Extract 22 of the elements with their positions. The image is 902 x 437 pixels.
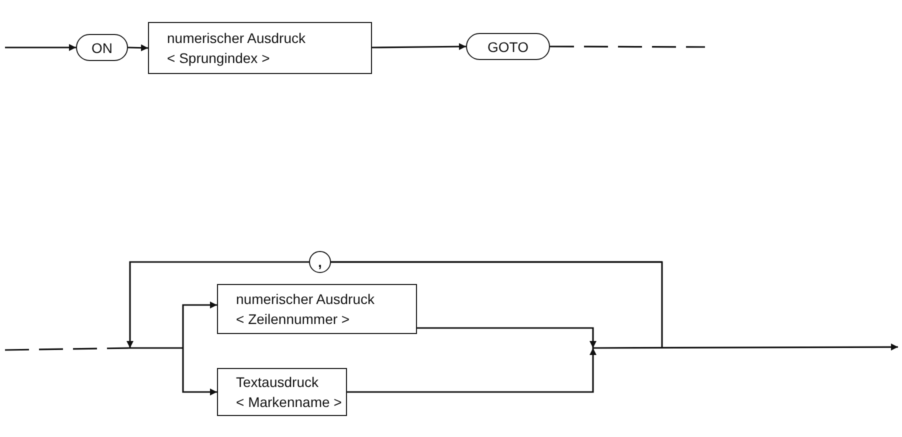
arrow bbox=[182, 348, 217, 396]
syntax-box bbox=[217, 368, 347, 416]
box-text: numerischer Ausdruck bbox=[236, 290, 375, 309]
arrow bbox=[372, 43, 466, 50]
box-text: Textausdruck bbox=[236, 373, 318, 392]
arrow bbox=[417, 327, 596, 348]
keyword-pill bbox=[466, 33, 550, 60]
arrow bbox=[128, 44, 148, 52]
arrow bbox=[182, 302, 217, 348]
syntax-box bbox=[148, 22, 372, 74]
keyword-text: ON bbox=[92, 40, 112, 56]
syntax-box bbox=[217, 284, 417, 334]
arrow bbox=[347, 348, 596, 393]
box-text: < Zeilennummer > bbox=[236, 310, 350, 329]
box-text: < Markenname > bbox=[236, 393, 342, 412]
separator-text: , bbox=[318, 257, 322, 267]
separator-circle bbox=[309, 251, 331, 273]
keyword-pill bbox=[76, 34, 128, 61]
box-text: numerischer Ausdruck bbox=[167, 29, 306, 48]
box-text: < Sprungindex > bbox=[167, 49, 270, 68]
keyword-text: GOTO bbox=[488, 38, 528, 54]
arrow bbox=[5, 44, 76, 51]
